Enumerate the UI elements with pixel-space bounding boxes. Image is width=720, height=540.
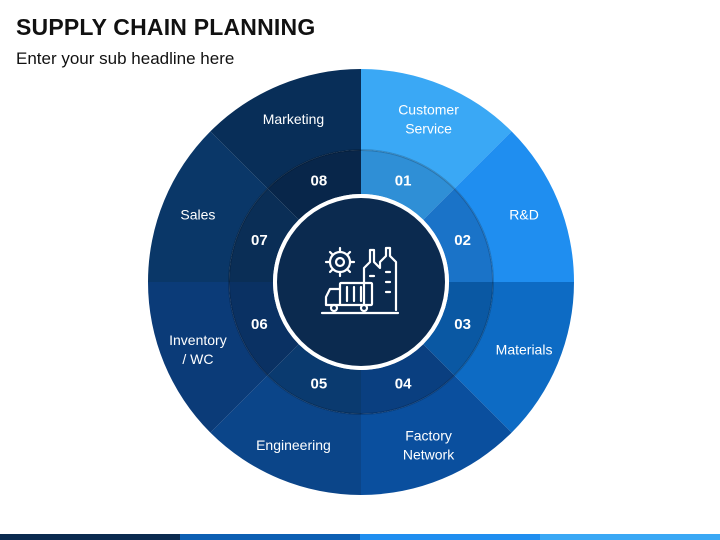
- bottom-bar-segment: [540, 534, 720, 540]
- segment-number: 01: [395, 172, 412, 189]
- bottom-bar-segment: [360, 534, 540, 540]
- inner-ring-segment-05: [267, 344, 361, 414]
- ring-divider: [228, 149, 494, 415]
- segment-label: Marketing: [263, 111, 324, 127]
- inner-ring-segment-03: [423, 282, 493, 376]
- segment-label: R&D: [509, 206, 539, 222]
- segment-number: 08: [311, 172, 328, 189]
- inner-ring-segment-01: [361, 150, 455, 220]
- inner-ring-segment-06: [229, 282, 299, 376]
- wheel-segment-05: [210, 375, 361, 495]
- wheel-segment-07: [148, 131, 268, 282]
- center-hub: [273, 194, 449, 370]
- page-title: SUPPLY CHAIN PLANNING: [16, 14, 316, 40]
- segment-number: 04: [395, 376, 412, 393]
- segment-label: Inventory/ WC: [169, 332, 227, 367]
- wheel-segment-02: [454, 131, 574, 282]
- wheel-segment-04: [361, 375, 512, 495]
- inner-ring-segment-07: [229, 188, 299, 282]
- bottom-color-bar: [0, 534, 720, 540]
- bottom-bar-segment: [180, 534, 360, 540]
- factory-gear-truck-icon: [320, 246, 400, 315]
- inner-ring-segment-04: [361, 344, 455, 414]
- segment-label: Engineering: [256, 437, 331, 453]
- inner-ring-segment-02: [423, 188, 493, 282]
- inner-ring-segment-08: [267, 150, 361, 220]
- wheel-segment-06: [148, 282, 268, 433]
- wheel-segment-08: [210, 69, 361, 189]
- segment-number: 03: [454, 316, 471, 333]
- segment-number: 07: [251, 232, 268, 249]
- segment-number: 06: [251, 316, 268, 333]
- segment-number: 02: [454, 232, 471, 249]
- segment-number: 05: [311, 376, 328, 393]
- segment-label: Sales: [180, 206, 215, 222]
- page-subtitle: Enter your sub headline here: [16, 49, 235, 68]
- wheel-segment-03: [454, 282, 574, 433]
- wheel-segment-01: [361, 69, 512, 189]
- bottom-bar-segment: [0, 534, 180, 540]
- segment-label: Materials: [496, 342, 553, 358]
